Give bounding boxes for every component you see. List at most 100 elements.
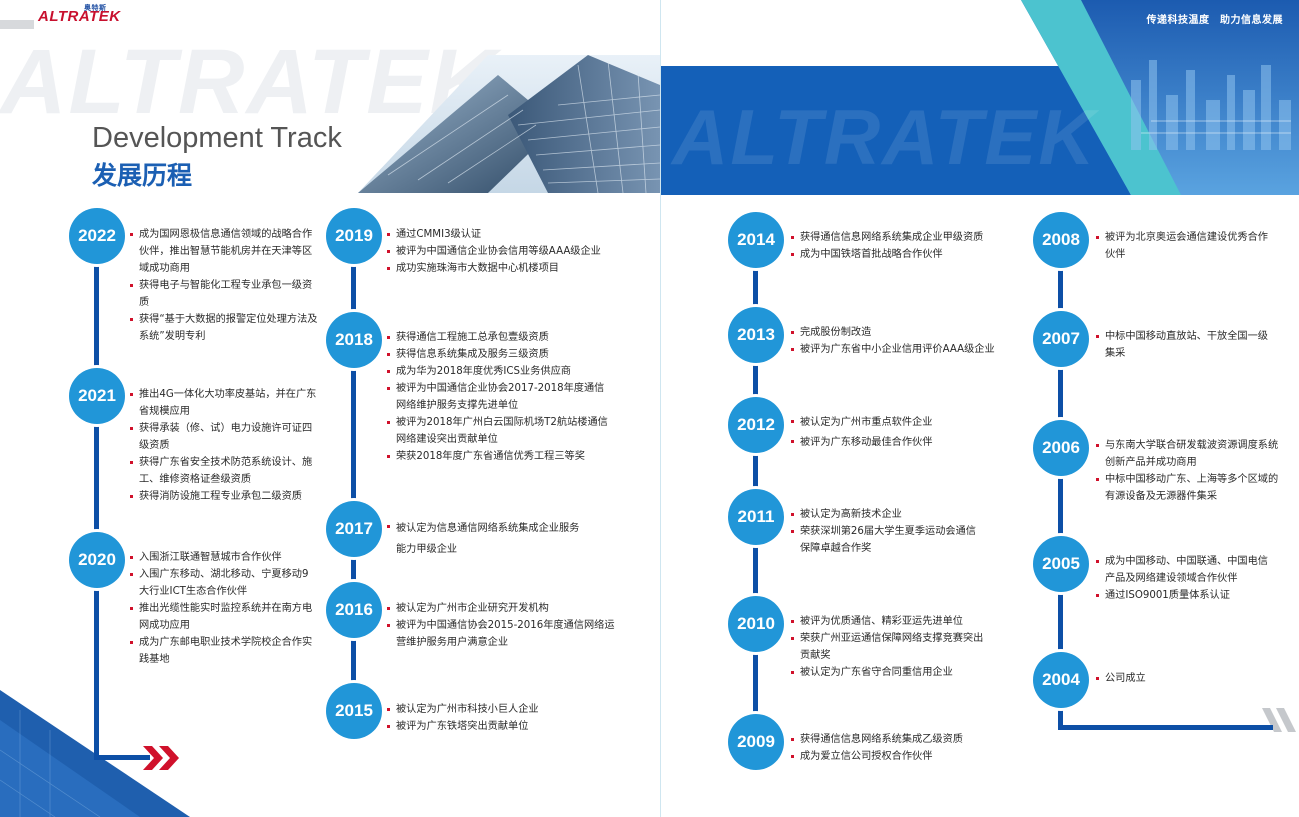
list-item: 入围浙江联通智慧城市合作伙伴	[130, 549, 318, 566]
year-2006-list: 与东南大学联合研发载波资源调度系统创新产品并成功商用 中标中国移动广东、上海等多…	[1096, 437, 1286, 505]
year-2004-list: 公司成立	[1096, 670, 1276, 687]
list-item: 成为中国铁塔首批战略合作伙伴	[791, 246, 1016, 263]
list-item: 被评为中国通信企业协会信用等级AAA级企业	[387, 243, 617, 260]
year-2018-list: 获得通信工程施工总承包壹级资质 获得信息系统集成及服务三级资质 成为华为2018…	[387, 329, 609, 465]
year-2015-list: 被认定为广州市科技小巨人企业 被评为广东铁塔突出贡献单位	[387, 701, 617, 735]
spread-divider	[660, 0, 661, 817]
timeline-axis-middle	[351, 236, 356, 710]
year-node-2005: 2005	[1033, 536, 1089, 592]
slogan: 传递科技温度 助力信息发展	[1146, 15, 1283, 26]
year-2021-list: 推出4G一体化大功率皮基站，并在广东省规模应用 获得承装（修、试）电力设施许可证…	[130, 386, 318, 505]
list-item: 获得消防设施工程专业承包二级资质	[130, 488, 318, 505]
timeline-axis-bottom	[94, 755, 150, 760]
list-item: 成为中国移动、中国联通、中国电信产品及网络建设领域合作伙伴	[1096, 553, 1276, 587]
year-2019-list: 通过CMMI3级认证 被评为中国通信企业协会信用等级AAA级企业 成功实施珠海市…	[387, 226, 617, 277]
list-item: 完成股份制改造	[791, 324, 1016, 341]
list-item: 通过ISO9001质量体系认证	[1096, 587, 1276, 604]
list-item: 成功实施珠海市大数据中心机楼项目	[387, 260, 617, 277]
list-item: 被认定为广州市重点软件企业	[791, 413, 1016, 433]
list-item: 获得承装（修、试）电力设施许可证四级资质	[130, 420, 318, 454]
year-node-2009: 2009	[728, 714, 784, 770]
year-node-2014: 2014	[728, 212, 784, 268]
list-item: 被评为广东省中小企业信用评价AAA级企业	[791, 341, 1016, 358]
list-item: 被认定为高新技术企业	[791, 506, 981, 523]
list-item: 成为爱立信公司授权合作伙伴	[791, 748, 1016, 765]
list-item: 荣获深圳第26届大学生夏季运动会通信保障卓越合作奖	[791, 523, 981, 557]
list-item: 中标中国移动广东、上海等多个区域的有源设备及无源器件集采	[1096, 471, 1286, 505]
year-2014-list: 获得通信信息网络系统集成企业甲级资质 成为中国铁塔首批战略合作伙伴	[791, 229, 1016, 263]
year-node-2022: 2022	[69, 208, 125, 264]
year-node-2012: 2012	[728, 397, 784, 453]
watermark-right: ALTRATEK	[672, 93, 1097, 181]
timeline-axis-right-b	[1058, 240, 1063, 730]
year-node-2011: 2011	[728, 489, 784, 545]
double-chevron-right-icon	[143, 746, 179, 770]
gray-chevrons-icon	[1262, 708, 1296, 732]
list-item: 被认定为广州市科技小巨人企业	[387, 701, 617, 718]
page-title-en: Development Track	[92, 122, 342, 154]
list-item: 荣获广州亚运通信保障网络支撑竞赛突出贡献奖	[791, 630, 986, 664]
list-item: 推出光缆性能实时监控系统并在南方电网成功应用	[130, 600, 318, 634]
list-item: 获得电子与智能化工程专业承包一级资质	[130, 277, 318, 311]
page-title-cn: 发展历程	[92, 161, 193, 190]
year-node-2004: 2004	[1033, 652, 1089, 708]
year-node-2006: 2006	[1033, 420, 1089, 476]
list-item: 获得通信信息网络系统集成乙级资质	[791, 731, 1016, 748]
building-photo	[358, 55, 660, 193]
list-item: 中标中国移动直放站、干放全国一级集采	[1096, 328, 1276, 362]
year-2009-list: 获得通信信息网络系统集成乙级资质 成为爱立信公司授权合作伙伴	[791, 731, 1016, 765]
list-item: 获得广东省安全技术防范系统设计、施工、维修资格证叁级资质	[130, 454, 318, 488]
year-node-2008: 2008	[1033, 212, 1089, 268]
list-item: 获得通信工程施工总承包壹级资质	[387, 329, 609, 346]
year-node-2013: 2013	[728, 307, 784, 363]
list-item: 获得“基于大数据的报警定位处理方法及系统”发明专利	[130, 311, 318, 345]
year-2005-list: 成为中国移动、中国联通、中国电信产品及网络建设领域合作伙伴 通过ISO9001质…	[1096, 553, 1276, 604]
list-item: 被评为2018年广州白云国际机场T2航站楼通信网络建设突出贡献单位	[387, 414, 609, 448]
year-2020-list: 入围浙江联通智慧城市合作伙伴 入围广东移动、湖北移动、宁夏移动9大行业ICT生态…	[130, 549, 318, 668]
year-node-2015: 2015	[326, 683, 382, 739]
logo-text: ALTRATEK	[38, 8, 121, 25]
list-item: 被评为广东铁塔突出贡献单位	[387, 718, 617, 735]
list-item: 成为华为2018年度优秀ICS业务供应商	[387, 363, 609, 380]
top-banner	[661, 0, 1299, 195]
list-item: 被评为北京奥运会通信建设优秀合作伙伴	[1096, 229, 1276, 263]
list-item: 入围广东移动、湖北移动、宁夏移动9大行业ICT生态合作伙伴	[130, 566, 318, 600]
list-item: 推出4G一体化大功率皮基站，并在广东省规模应用	[130, 386, 318, 420]
year-2016-list: 被认定为广州市企业研究开发机构 被评为中国通信协会2015-2016年度通信网络…	[387, 600, 617, 651]
year-2022-list: 成为国网恩极信息通信领域的战略合作伙伴，推出智慧节能机房并在天津等区域成功商用 …	[130, 226, 318, 345]
timeline-axis-left	[94, 236, 99, 760]
list-item: 与东南大学联合研发载波资源调度系统创新产品并成功商用	[1096, 437, 1286, 471]
year-node-2020: 2020	[69, 532, 125, 588]
timeline-axis-right-bottom	[1058, 725, 1273, 730]
list-item: 被认定为信息通信网络系统集成企业服务能力甲级企业	[387, 518, 587, 560]
year-node-2018: 2018	[326, 312, 382, 368]
year-2011-list: 被认定为高新技术企业 荣获深圳第26届大学生夏季运动会通信保障卓越合作奖	[791, 506, 981, 557]
year-2017-list: 被认定为信息通信网络系统集成企业服务能力甲级企业	[387, 518, 587, 560]
watermark-left: ALTRATEK	[0, 31, 499, 133]
list-item: 荣获2018年度广东省通信优秀工程三等奖	[387, 448, 609, 465]
list-item: 被评为中国通信企业协会2017-2018年度通信网络维护服务支撑先进单位	[387, 380, 609, 414]
list-item: 公司成立	[1096, 670, 1276, 687]
year-2012-list: 被认定为广州市重点软件企业 被评为广东移动最佳合作伙伴	[791, 413, 1016, 453]
list-item: 被评为优质通信、精彩亚运先进单位	[791, 613, 986, 630]
year-2007-list: 中标中国移动直放站、干放全国一级集采	[1096, 328, 1276, 362]
logo-cn: 奥特斯	[84, 5, 107, 12]
year-node-2010: 2010	[728, 596, 784, 652]
year-2010-list: 被评为优质通信、精彩亚运先进单位 荣获广州亚运通信保障网络支撑竞赛突出贡献奖 被…	[791, 613, 986, 681]
year-node-2017: 2017	[326, 501, 382, 557]
header-gray-bar	[0, 20, 34, 29]
year-node-2016: 2016	[326, 582, 382, 638]
list-item: 成为广东邮电职业技术学院校企合作实践基地	[130, 634, 318, 668]
list-item: 成为国网恩极信息通信领域的战略合作伙伴，推出智慧节能机房并在天津等区域成功商用	[130, 226, 318, 277]
list-item: 通过CMMI3级认证	[387, 226, 617, 243]
list-item: 被评为中国通信协会2015-2016年度通信网络运营维护服务用户满意企业	[387, 617, 617, 651]
year-node-2021: 2021	[69, 368, 125, 424]
year-2008-list: 被评为北京奥运会通信建设优秀合作伙伴	[1096, 229, 1276, 263]
list-item: 被评为广东移动最佳合作伙伴	[791, 433, 1016, 453]
list-item: 被认定为广东省守合同重信用企业	[791, 664, 986, 681]
year-node-2007: 2007	[1033, 311, 1089, 367]
list-item: 获得信息系统集成及服务三级资质	[387, 346, 609, 363]
year-node-2019: 2019	[326, 208, 382, 264]
year-2013-list: 完成股份制改造 被评为广东省中小企业信用评价AAA级企业	[791, 324, 1016, 358]
list-item: 被认定为广州市企业研究开发机构	[387, 600, 617, 617]
